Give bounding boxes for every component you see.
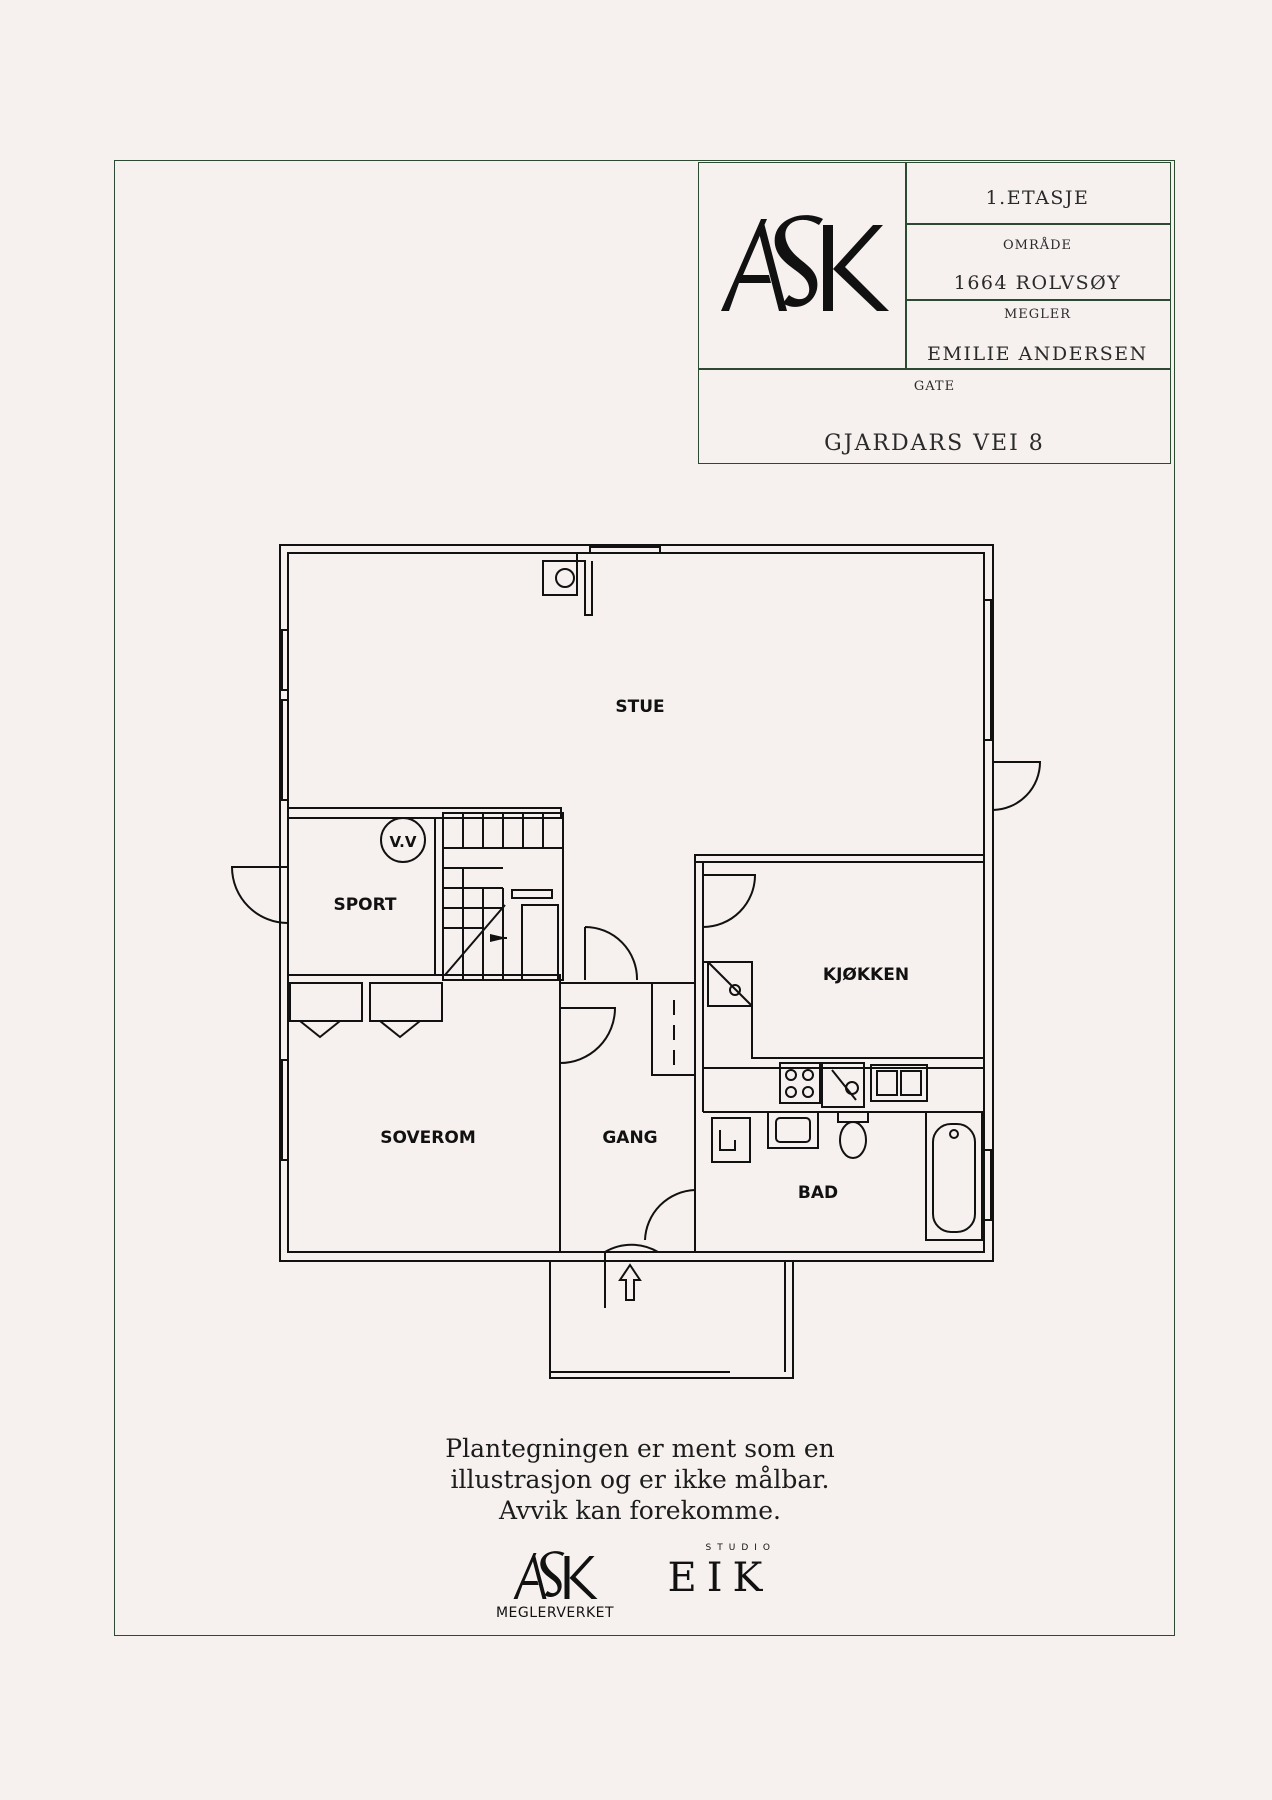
- door-bad: [644, 1189, 696, 1241]
- window: [983, 1149, 992, 1221]
- bathtub-inner: [932, 1123, 976, 1233]
- cabinet-diagonal: [707, 961, 753, 1007]
- floor-label: 1.ETASJE: [985, 187, 1090, 209]
- burner-icon: [802, 1069, 814, 1081]
- disclaimer-line: illustrasjon og er ikke målbar.: [450, 1465, 830, 1494]
- wall-stue-south: [287, 807, 562, 819]
- sink-basin: [900, 1070, 922, 1096]
- disclaimer-line: Plantegningen er ment som en: [445, 1434, 835, 1463]
- wall-kitchen-west: [695, 861, 704, 1112]
- sink-basin: [876, 1070, 898, 1096]
- agent-value: EMILIE ANDERSEN: [927, 343, 1148, 365]
- area-label: OMRÅDE: [1002, 238, 1073, 253]
- wall-segment: [576, 553, 593, 616]
- closet: [521, 904, 559, 981]
- door-gang-soverom: [559, 1007, 617, 1064]
- shower-detail: [719, 1130, 736, 1151]
- divider: [905, 299, 1170, 301]
- closet: [289, 982, 363, 1022]
- window: [589, 546, 661, 554]
- chimney: [542, 560, 578, 596]
- wall: [288, 974, 561, 1252]
- door-entrance: [604, 1243, 659, 1308]
- room-label-sport: SPORT: [333, 895, 396, 915]
- room-label-gang: GANG: [602, 1128, 657, 1148]
- outer-wall: [279, 544, 994, 1262]
- kitchen-cabinet: [707, 961, 753, 1007]
- room-label-stue: STUE: [615, 697, 664, 717]
- kitchen-wall: [703, 1067, 984, 1113]
- entrance-arrow: [618, 1263, 642, 1301]
- tap-icon: [729, 984, 741, 996]
- studio-eik-logo: STUDIO EIK: [660, 1543, 780, 1601]
- ask-logo: [709, 203, 899, 323]
- drain-icon: [949, 1129, 959, 1139]
- ask-meglerverket-logo: MEGLERVERKET: [480, 1545, 630, 1621]
- closet: [651, 982, 696, 1076]
- divider: [699, 368, 1170, 370]
- door-kitchen: [702, 874, 757, 928]
- burner-icon: [785, 1069, 797, 1081]
- room-label-kjokken: KJØKKEN: [823, 965, 909, 985]
- area-value: 1664 ROLVSØY: [953, 272, 1122, 294]
- room-label-soverom: SOVEROM: [380, 1128, 475, 1148]
- ask-sub-label: MEGLERVERKET: [495, 1605, 615, 1621]
- washbasin-bowl: [775, 1117, 811, 1143]
- sink-icon: [870, 1064, 928, 1102]
- closet: [369, 982, 443, 1022]
- stair-break: [444, 904, 506, 976]
- page-frame: [114, 160, 1175, 1636]
- dishwasher-diagonal: [831, 1069, 857, 1101]
- water-heater-icon: [380, 817, 426, 863]
- divider: [905, 163, 907, 368]
- toilet-tank: [837, 1111, 869, 1123]
- dishwasher-icon: [821, 1062, 865, 1108]
- porch: [549, 1261, 794, 1379]
- studio-label: STUDIO: [705, 1543, 776, 1553]
- door-stue-exterior: [992, 761, 1042, 811]
- eik-label: EIK: [667, 1555, 773, 1601]
- porch-inner: [550, 1261, 786, 1373]
- door-hall-stue: [584, 926, 639, 981]
- window: [281, 699, 289, 801]
- toilet-bowl: [839, 1121, 867, 1159]
- bathtub-icon: [925, 1111, 983, 1241]
- stair-arrowhead: [490, 934, 507, 942]
- window: [281, 1059, 289, 1161]
- ask-footer-mark: [513, 1551, 598, 1599]
- washbasin-icon: [767, 1111, 819, 1149]
- room-label-bad: BAD: [798, 1183, 838, 1203]
- title-block: 1.ETASJE OMRÅDE 1664 ROLVSØY MEGLER EMIL…: [698, 162, 1171, 464]
- burner-icon: [785, 1086, 797, 1098]
- room-label-vv: V.V: [390, 833, 417, 851]
- burner-icon: [802, 1086, 814, 1098]
- street-label: GATE: [913, 379, 956, 394]
- divider: [905, 223, 1170, 225]
- shelf: [511, 889, 553, 899]
- ask-logo-mark: [721, 215, 889, 311]
- street-value: GJARDARS VEI 8: [824, 431, 1045, 456]
- closet-doors: [299, 1020, 421, 1039]
- stove-icon: [555, 568, 575, 588]
- window: [281, 629, 289, 691]
- stove-icon: [779, 1062, 821, 1104]
- wall-kitchen-north: [694, 855, 984, 863]
- dishwasher-circle: [845, 1081, 859, 1095]
- shower-icon: [711, 1117, 751, 1163]
- disclaimer: Plantegningen er ment som en illustrasjo…: [380, 1433, 900, 1526]
- disclaimer-line: Avvik kan forekomme.: [499, 1496, 781, 1525]
- window: [983, 599, 992, 741]
- stair-steps: [443, 813, 563, 980]
- agent-label: MEGLER: [1003, 307, 1072, 322]
- inner-wall-east: [694, 855, 985, 1253]
- door-sport-exterior: [230, 866, 289, 924]
